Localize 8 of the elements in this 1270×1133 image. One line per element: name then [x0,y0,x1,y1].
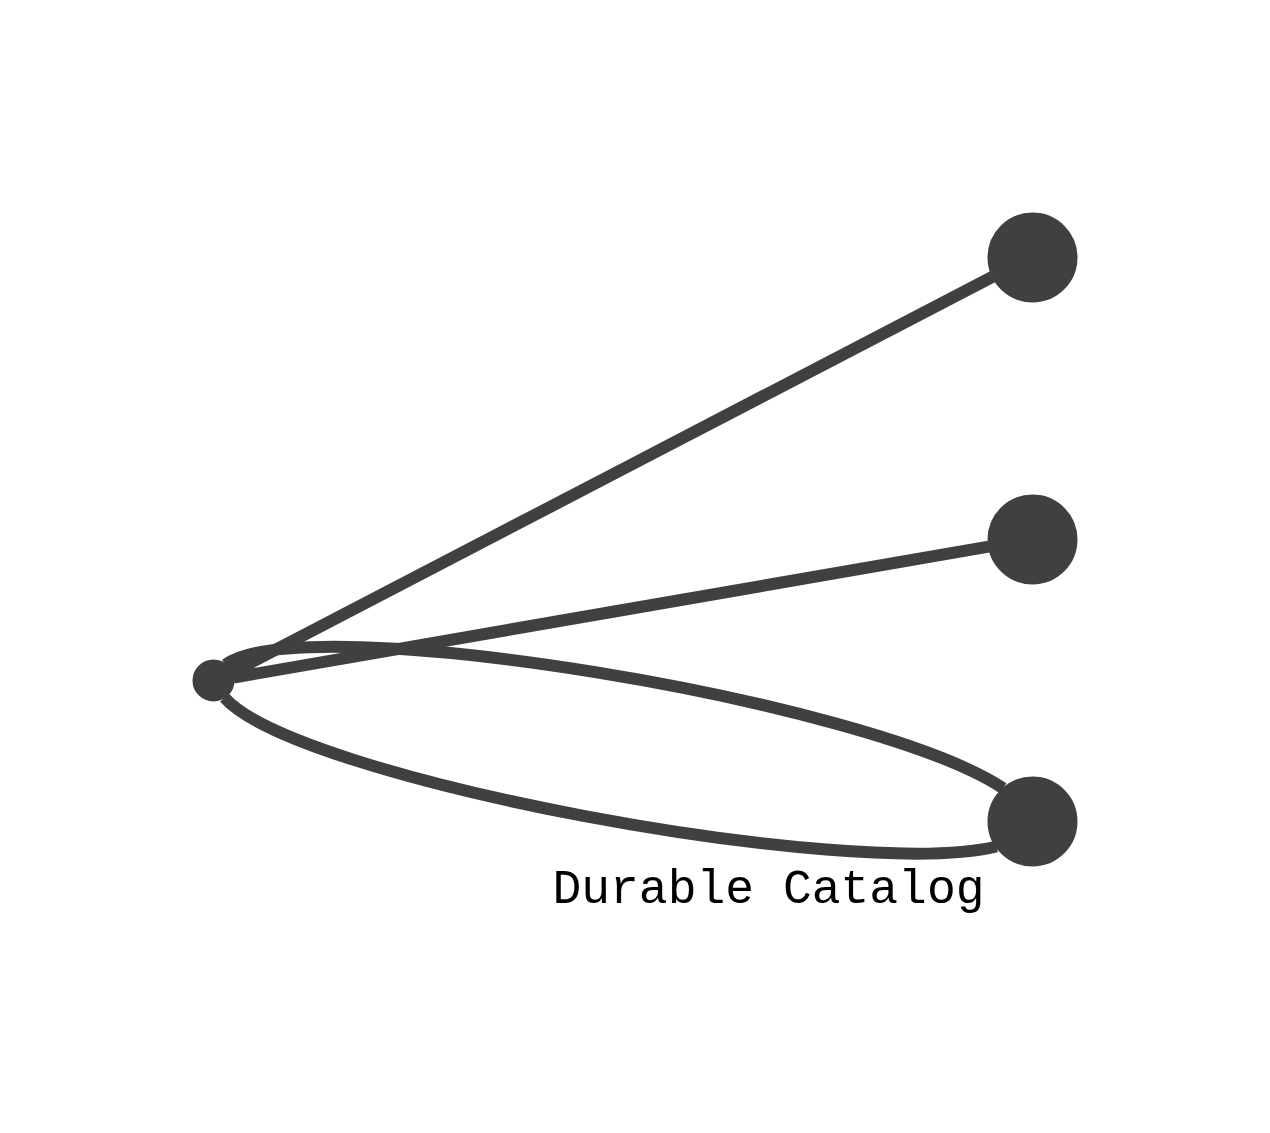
node-circle [987,212,1078,303]
connector [220,692,998,860]
connector [232,540,990,684]
node-label: Durable Catalog [552,863,985,918]
node-circle [987,494,1078,585]
node-circle [987,776,1078,867]
node-circle [192,659,235,702]
connector [223,641,1006,794]
